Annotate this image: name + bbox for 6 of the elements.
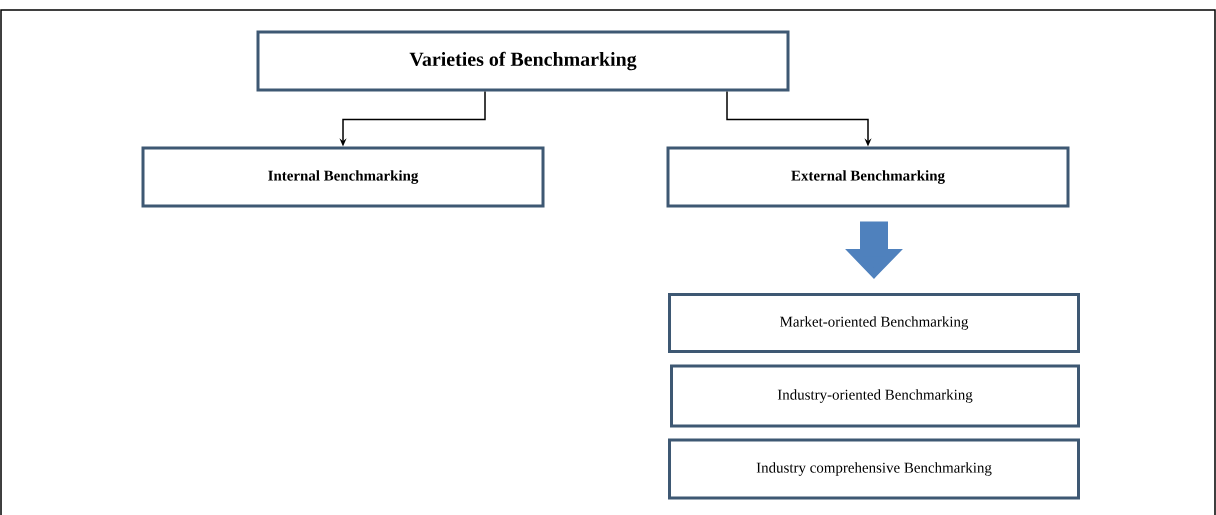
text-box: Internal Benchmarking [141, 146, 545, 208]
text-box: External Benchmarking [666, 146, 1070, 208]
text-box: Industry-oriented Benchmarking [670, 364, 1080, 428]
text-box: Market-oriented Benchmarking [668, 293, 1080, 353]
text-box: Industry comprehensive Benchmarking [668, 438, 1080, 500]
text-box: Varieties of Benchmarking [256, 30, 790, 92]
